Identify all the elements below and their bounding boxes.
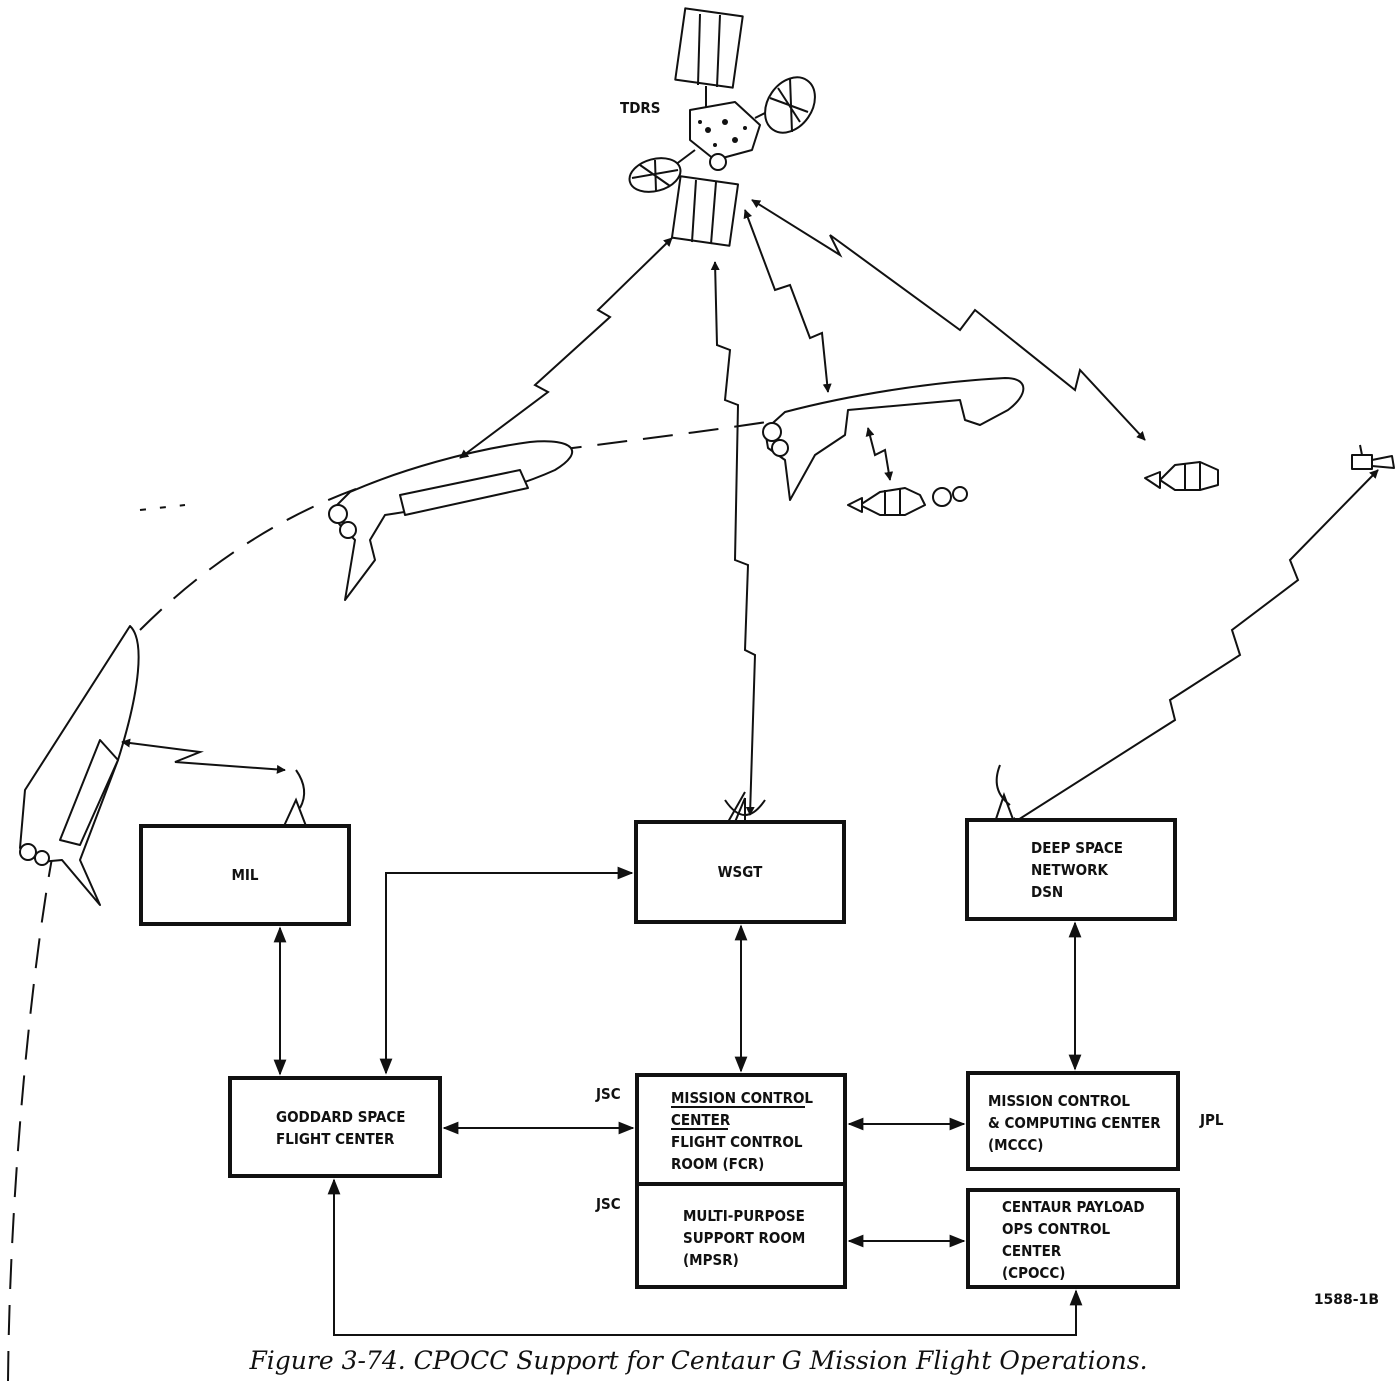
tdrs-label: TDRS (620, 99, 661, 117)
link-shuttle-centaur (865, 427, 894, 481)
dsn-label: DEEP SPACE NETWORK DSN (1031, 839, 1128, 901)
link-tdrs-wsgt (710, 261, 757, 816)
link-tdrs-shuttle-right (743, 209, 832, 393)
cpocc-label: CENTAUR PAYLOAD OPS CONTROL CENTER (CPOC… (1002, 1198, 1149, 1282)
goddard-box (228, 1076, 442, 1178)
tdrs-satellite-icon (628, 7, 816, 247)
link-probe-dsn (1009, 469, 1379, 826)
shuttle-deploy-icon (762, 377, 1025, 501)
mccc-label: MISSION CONTROL & COMPUTING CENTER (MCCC… (988, 1092, 1165, 1154)
link-tdrs-centaur (751, 199, 1146, 441)
mpsr-label: MULTI-PURPOSE SUPPORT ROOM (MPSR) (683, 1207, 810, 1269)
deep-space-probe-icon (1351, 444, 1395, 470)
jsc-top-label: JSC (595, 1085, 621, 1103)
mil-antenna-icon (283, 769, 307, 827)
wsgt-box (634, 820, 846, 924)
dsn-box (965, 818, 1177, 921)
wsgt-label: WSGT (718, 863, 763, 881)
mccc-box (966, 1071, 1180, 1171)
jpl-label: JPL (1199, 1111, 1224, 1129)
orbit-trajectory-tail (139, 504, 186, 511)
mil-label: MIL (231, 866, 258, 884)
goddard-label: GODDARD SPACE FLIGHT CENTER (276, 1108, 410, 1148)
figure-caption: Figure 3-74. CPOCC Support for Centaur G… (249, 1346, 1148, 1375)
conn-goddard-cpocc (327, 1178, 1083, 1336)
dsn-antenna-icon (994, 764, 1015, 823)
link-shuttle-mil (121, 738, 286, 774)
centaur-deploy-icon (847, 486, 968, 516)
link-tdrs-shuttle-mid (459, 237, 673, 459)
conn-goddard-wsgt (379, 866, 634, 1075)
mcc-label: MISSION CONTROL CENTER FLIGHT CONTROL RO… (671, 1089, 818, 1173)
shuttle-ascent-icon (19, 625, 140, 906)
shuttle-orbit-icon (328, 440, 574, 601)
figure-id: 1588-1B (1313, 1292, 1379, 1308)
centaur-free-icon (1144, 461, 1219, 491)
mil-box (139, 824, 351, 926)
wsgt-antenna-icon (724, 791, 766, 823)
jsc-bottom-label: JSC (595, 1195, 621, 1213)
